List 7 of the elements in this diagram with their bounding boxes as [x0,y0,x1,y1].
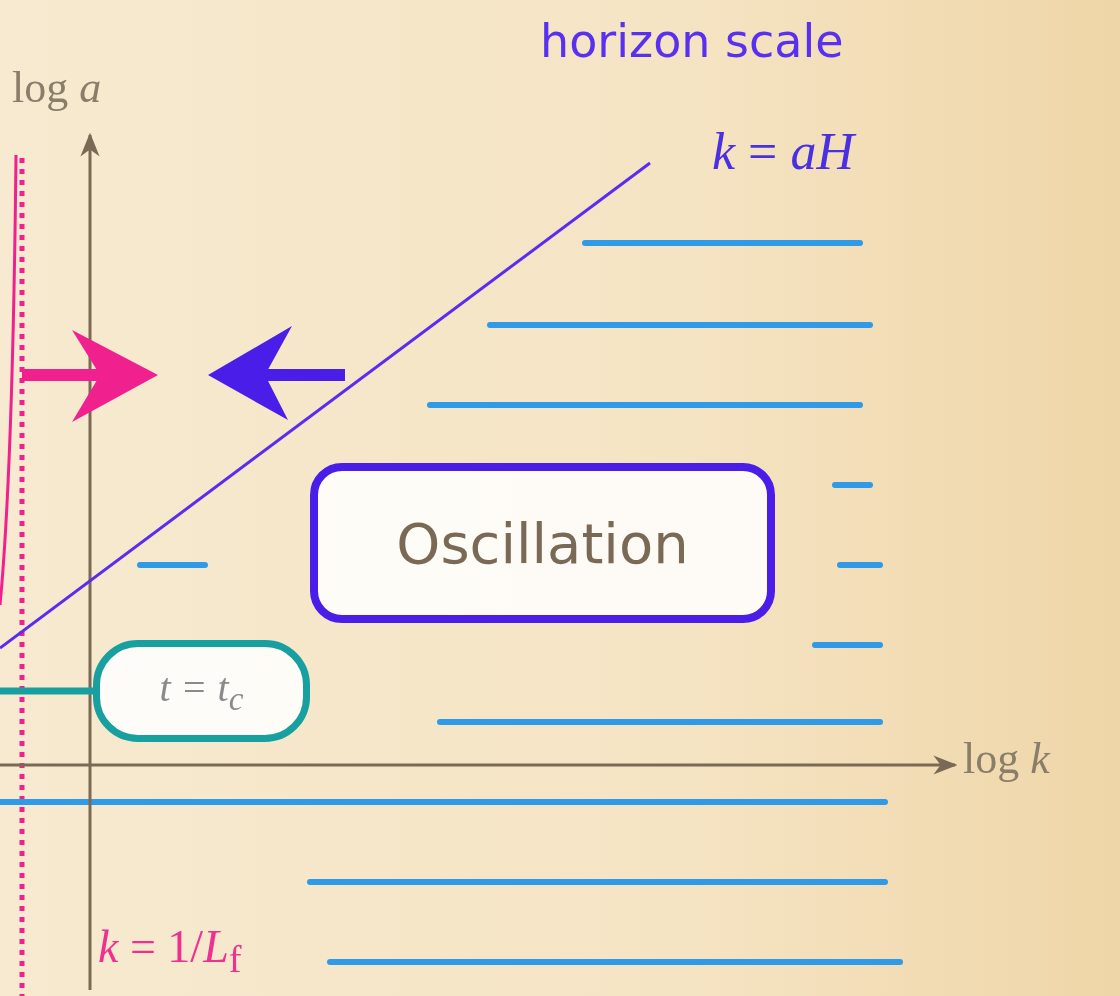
label-box: Oscillation [310,463,775,623]
connector-line [0,687,93,695]
equation-label: k = 1/L$_{f}$ [98,920,242,982]
axis-label: log a [12,62,102,113]
axis-label: log k [963,733,1050,784]
label-box: t = t$_{c}$ [93,640,310,742]
heading: horizon scale [540,14,844,68]
